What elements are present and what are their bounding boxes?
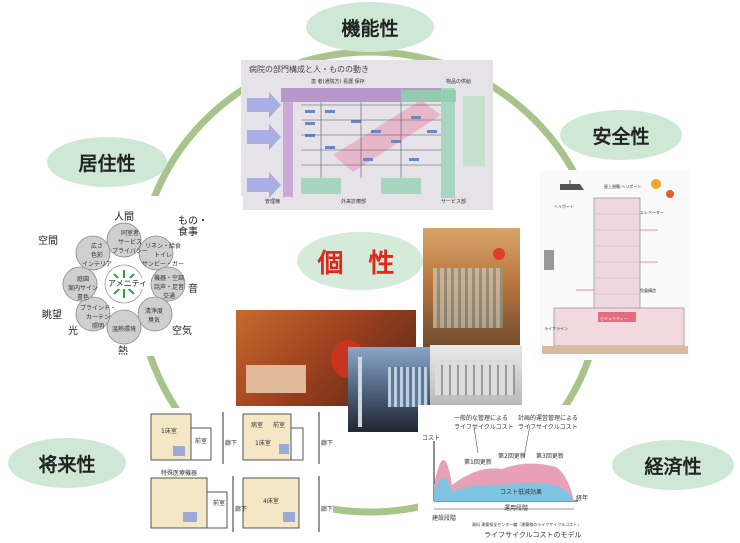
building-section [542,179,688,354]
cost-update-label: 第2回更新 [498,453,526,460]
future-caption: 特殊医療機器 [161,470,198,477]
label-safety: 安全性 [560,110,682,160]
petal-label: 広さ 色彩 インテリア [82,243,113,268]
outer-label-top-right: もの・ 食事 [178,216,208,238]
floorplan-drawings [150,412,320,532]
functional-bottom-label: 管理棟 [265,199,281,205]
photo-atrium-wood [423,228,520,350]
cost-caption: ライフサイクルコストのモデル [484,531,582,539]
label-habitability: 居住性 [47,137,167,187]
corridor-label: 廊下 [321,506,333,513]
petal-label: 温熱環境 [112,326,137,333]
safety-label: 免震構造 [640,288,656,293]
safety-label: セキュリティー [600,316,628,321]
cost-axis-label: 経年 [576,495,589,502]
room-label: 前室 [195,438,208,445]
cost-axis-label: コスト [422,435,441,442]
cost-reduction-label: コスト低減効果 [500,489,543,496]
phase-label: 建設段階 [432,515,457,522]
lifecycle-cost-curve [433,424,578,510]
outer-label-top: 人間 [114,212,134,223]
petal-label: 清浄度 臭気 [145,308,164,324]
lifecycle-cost-chart: コスト 経年 一般的な管理による ライフサイクルコスト 計画的運営管理による ラ… [418,405,600,540]
safety-label: エレベーター [640,210,664,215]
petal-label: 機器・空調 話声・足音 交通 [154,275,185,300]
label-individuality: 個 性 [297,232,423,290]
outer-label-right-lower: 空気 [172,326,192,337]
amenity-flower-diagram: アメニティ 同室者 サービス プライバシー リネン・給食 トイレ サンビー・ガー… [38,196,243,356]
room-label: 4床室 [263,498,279,505]
phase-label: 運用段階 [504,505,529,512]
cost-annotation: 一般的な管理による ライフサイクルコスト [454,415,514,431]
corridor-label: 廊下 [225,440,238,447]
room-label: 1床室 [255,440,271,447]
safety-label: ヘリポート [554,204,574,209]
corridor-label: 廊下 [321,440,333,447]
functional-title: 病院の部門構成と人・ものの動き [249,65,369,74]
functional-diagram: 病院の部門構成と人・ものの動き 患 者(通院方) 看護 保存 物品の供給 [241,60,493,210]
outer-label-bottom: 熱 [118,346,128,356]
safety-building-diagram: 屋上避難:ヘリポート エレベーター ヘリポート セキュリティー ライフライン 免… [540,170,690,360]
functional-bottom-label: 外来診療部 [341,199,367,205]
label-functionality: 機能性 [306,2,434,52]
outer-label-right: 音 [188,284,198,295]
cost-source: 資料 建築保全センター編「建築物のライフサイクルコスト」 [472,522,581,527]
petal-label: 同室者 サービス プライバシー [112,230,148,255]
corridor-label: 廊下 [235,506,248,513]
safety-label: ライフライン [544,326,568,331]
cost-update-label: 第1回更新 [464,459,492,466]
outer-label-left-upper: 空間 [38,236,58,247]
petal-label: 庭園 案内サイン 書色 [68,276,99,301]
petal-label: ブラインド・ カーテン 照明 [80,305,117,330]
room-label: 病室 [251,422,264,429]
label-future-adaptability: 将来性 [8,438,126,488]
cost-annotation: 計画的運営管理による ライフサイクルコスト [518,415,578,431]
outer-label-bottom-left: 光 [68,326,78,337]
functional-right-header: 物品の供給 [446,79,472,85]
amenity-center-label: アメニティ [108,278,148,289]
functional-flow-diagram [247,88,485,198]
room-label: 1床室 [161,428,177,435]
safety-label: 屋上避難:ヘリポート [604,184,642,189]
functional-subtitle: 患 者(通院方) 看護 保存 [311,79,365,85]
label-economy: 経済性 [612,440,734,490]
room-label: 前室 [273,422,286,429]
photo-corridor [430,345,522,405]
petal-label: リネン・給食 トイレ サンビー・ガー [142,243,185,268]
room-label: 前室 [213,500,226,507]
outer-label-left-middle: 眺望 [42,310,62,321]
cost-update-label: 第3回更新 [536,453,564,460]
future-floorplans: 1床室 前室 病室 前室 1床室 前室 4床室 廊下 廊下 廊下 廊下 特殊医療… [143,408,333,538]
functional-bottom-label: サービス部 [441,199,467,205]
